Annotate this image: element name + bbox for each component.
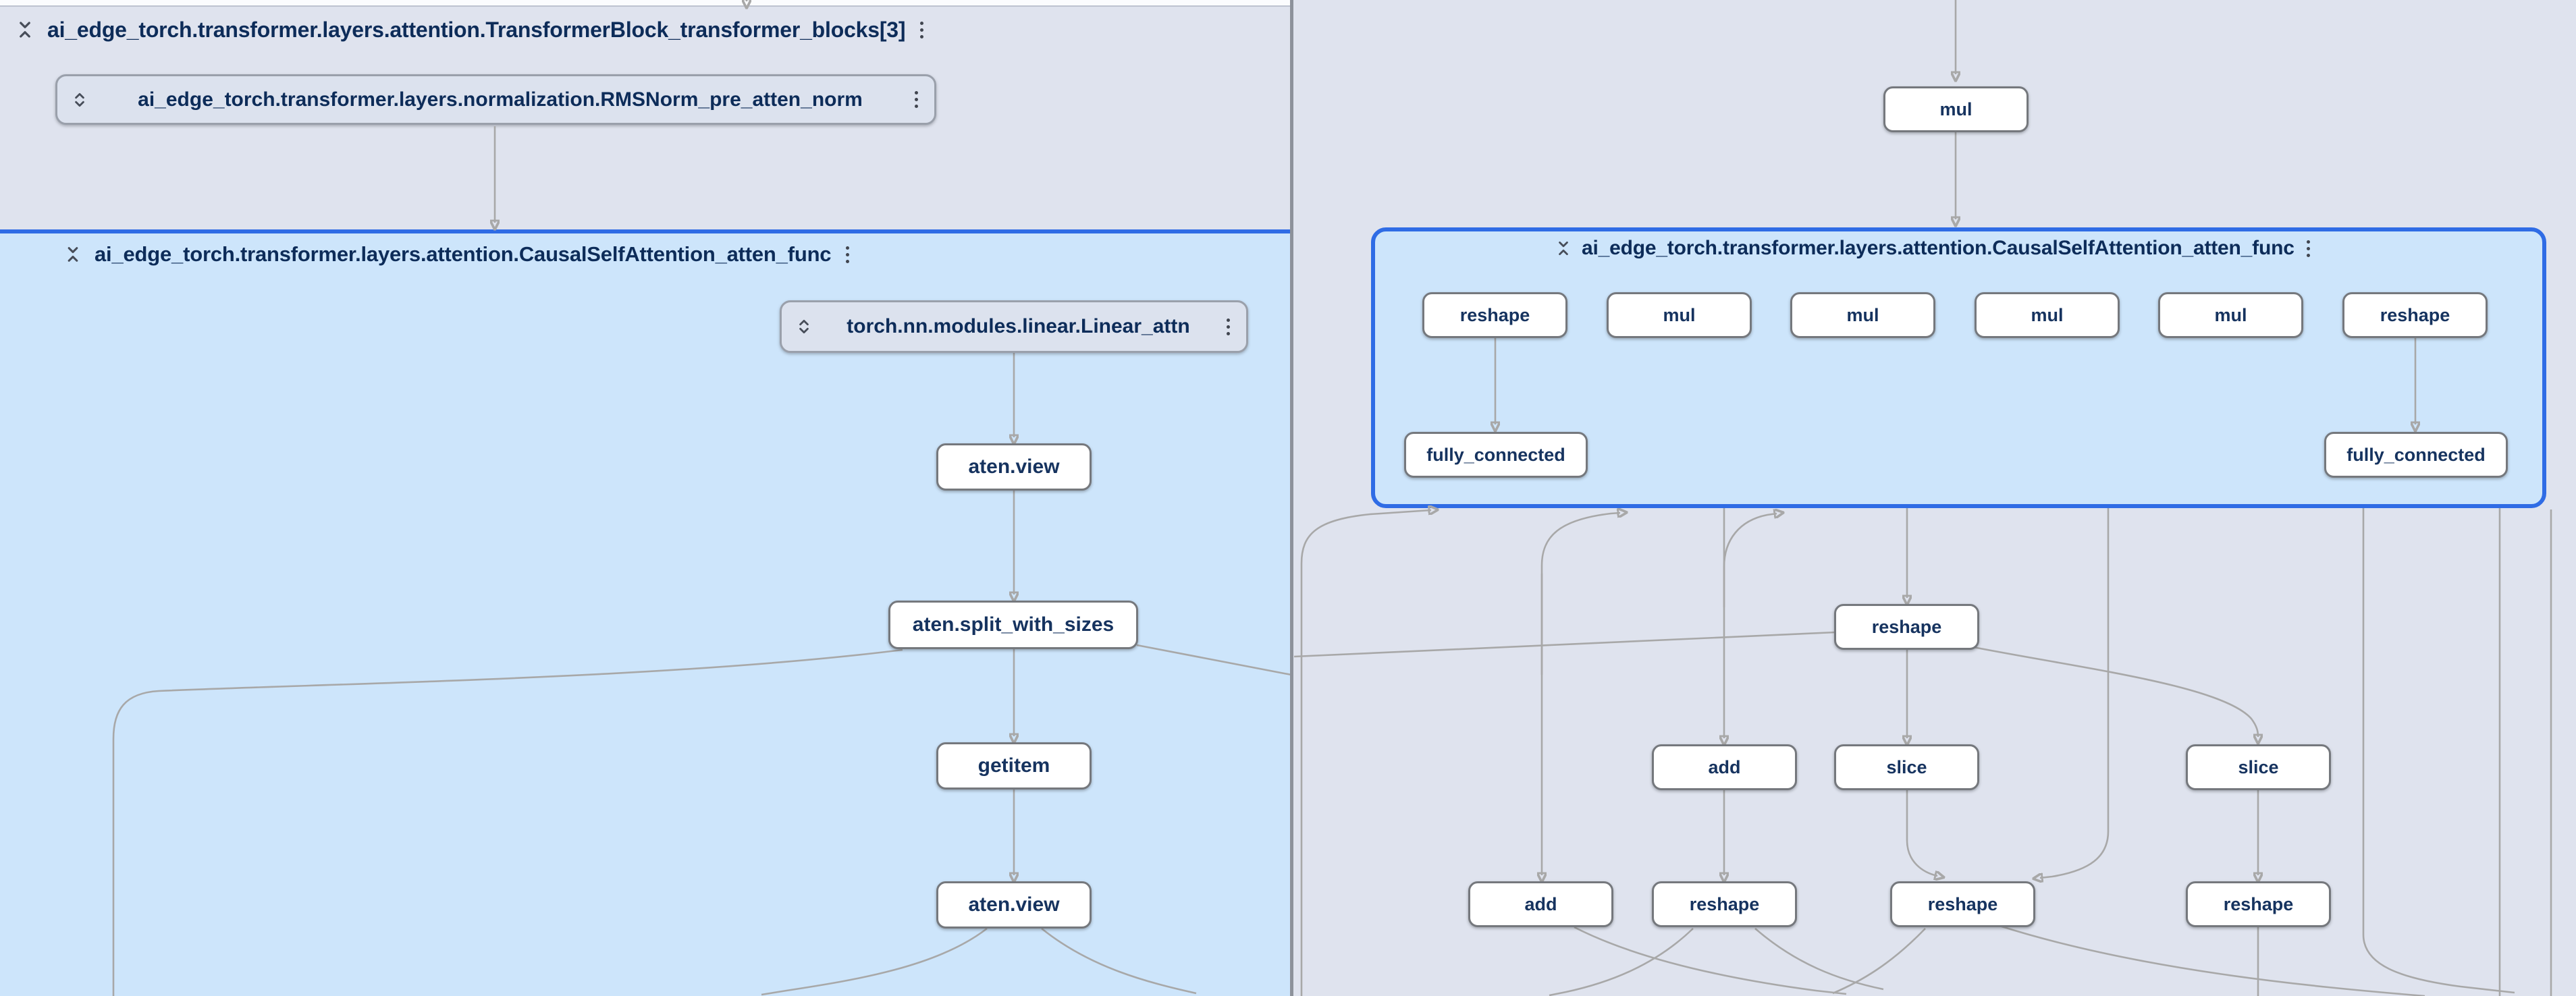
unfold-more-icon[interactable]	[795, 318, 813, 335]
left-pane: ai_edge_torch.transformer.layers.attenti…	[0, 0, 1291, 996]
node-mul-top[interactable]: mul	[1883, 86, 2029, 132]
node-reshape-b3[interactable]: reshape	[2186, 881, 2331, 927]
node-aten-view-2[interactable]: aten.view	[936, 881, 1092, 929]
kebab-menu-icon[interactable]	[912, 90, 921, 109]
op-label: slice	[2238, 756, 2279, 777]
attention-group-label-right: ai_edge_torch.transformer.layers.attenti…	[1582, 237, 2295, 259]
op-label: aten.split_with_sizes	[912, 613, 1115, 636]
node-rmsnorm[interactable]: ai_edge_torch.transformer.layers.normali…	[55, 74, 936, 125]
op-label: mul	[1846, 304, 1879, 325]
attention-group-header-right[interactable]: ai_edge_torch.transformer.layers.attenti…	[1555, 233, 2313, 263]
op-label: reshape	[1927, 893, 1998, 914]
node-aten-split-with-sizes[interactable]: aten.split_with_sizes	[888, 601, 1138, 649]
attention-group-header-left[interactable]: ai_edge_torch.transformer.layers.attenti…	[63, 239, 852, 270]
op-label: reshape	[1871, 616, 1942, 637]
op-label: mul	[1663, 304, 1696, 325]
node-reshape-top[interactable]: reshape	[1834, 604, 1979, 650]
node-add-bottom[interactable]: add	[1468, 881, 1613, 927]
op-label: mul	[1939, 99, 1973, 119]
node-fully-connected-right[interactable]: fully_connected	[2324, 432, 2508, 478]
kebab-menu-icon[interactable]	[917, 20, 926, 40]
op-label: reshape	[2223, 893, 2294, 914]
kebab-menu-icon[interactable]	[1224, 317, 1233, 337]
unfold-less-icon[interactable]	[15, 20, 35, 40]
node-mul-1[interactable]: mul	[1607, 292, 1752, 338]
op-label: add	[1524, 893, 1557, 914]
node-aten-view-1[interactable]: aten.view	[936, 443, 1092, 491]
attention-group-label-left: ai_edge_torch.transformer.layers.attenti…	[95, 242, 832, 266]
op-label: fully_connected	[1426, 444, 1565, 465]
node-mul-2[interactable]: mul	[1790, 292, 1935, 338]
node-linear-attn[interactable]: torch.nn.modules.linear.Linear_attn	[780, 300, 1248, 353]
node-mul-3[interactable]: mul	[1975, 292, 2120, 338]
op-label: aten.view	[968, 455, 1060, 478]
op-label: mul	[2031, 304, 2064, 325]
kebab-menu-icon[interactable]	[2304, 239, 2313, 258]
op-label: reshape	[2380, 304, 2450, 325]
node-add-mid[interactable]: add	[1652, 744, 1797, 790]
op-label: aten.view	[968, 893, 1060, 916]
op-label: fully_connected	[2346, 444, 2486, 465]
op-label: getitem	[977, 754, 1050, 777]
op-label: add	[1708, 756, 1741, 777]
op-label: mul	[2214, 304, 2247, 325]
op-label: reshape	[1459, 304, 1530, 325]
linear-attn-label: torch.nn.modules.linear.Linear_attn	[847, 315, 1190, 337]
rmsnorm-label: ai_edge_torch.transformer.layers.normali…	[138, 88, 863, 111]
node-reshape-group-right[interactable]: reshape	[2342, 292, 2488, 338]
op-label: slice	[1886, 756, 1927, 777]
op-label: reshape	[1689, 893, 1760, 914]
transformer-block-label: ai_edge_torch.transformer.layers.attenti…	[47, 17, 906, 42]
unfold-less-icon[interactable]	[63, 245, 82, 264]
pane-divider[interactable]	[1290, 0, 1293, 996]
unfold-less-icon[interactable]	[1555, 240, 1572, 257]
node-slice-right[interactable]: slice	[2186, 744, 2331, 790]
node-reshape-b1[interactable]: reshape	[1652, 881, 1797, 927]
node-mul-4[interactable]: mul	[2158, 292, 2303, 338]
unfold-more-icon[interactable]	[71, 91, 88, 109]
node-getitem[interactable]: getitem	[936, 742, 1092, 790]
node-slice-left[interactable]: slice	[1834, 744, 1979, 790]
transformer-block-header[interactable]: ai_edge_torch.transformer.layers.attenti…	[15, 13, 926, 46]
node-fully-connected-left[interactable]: fully_connected	[1404, 432, 1588, 478]
node-reshape-group-left[interactable]: reshape	[1422, 292, 1567, 338]
kebab-menu-icon[interactable]	[843, 245, 852, 265]
node-reshape-b2[interactable]: reshape	[1890, 881, 2035, 927]
